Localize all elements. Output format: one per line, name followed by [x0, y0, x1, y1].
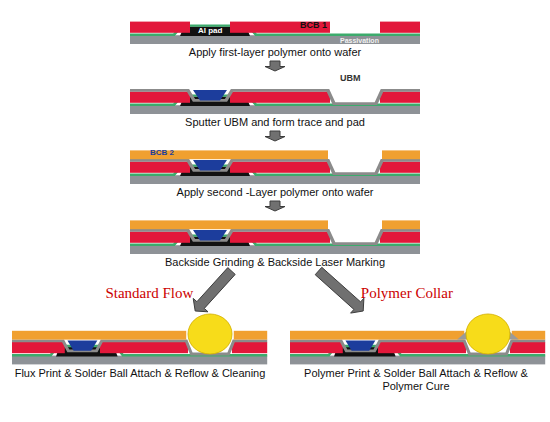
layer-label: Al pad [198, 27, 222, 35]
stage-1-section [130, 22, 420, 44]
flow-arrow [193, 268, 235, 312]
layer-label: Passivation [340, 37, 379, 44]
flow-label: Standard Flow [105, 285, 193, 302]
step-caption: Apply first-layer polymer onto wafer [130, 46, 420, 59]
step-caption: Apply second -Layer polymer onto wafer [130, 186, 420, 199]
layer-label: BCB 1 [300, 21, 327, 30]
process-stage: Apply first-layer polymer onto wafer [130, 2, 420, 60]
process-stage: Flux Print & Solder Ball Attach & Reflow… [2, 312, 278, 381]
flow-arrow [265, 61, 285, 71]
flow-label: Polymer Collar [361, 285, 453, 302]
layer-label: UBM [340, 74, 361, 83]
flow-arrow [265, 201, 285, 211]
process-stage: Polymer Print & Solder Ball Attach & Ref… [284, 312, 548, 394]
process-stage: Backside Grinding & Backside Laser Marki… [130, 212, 420, 270]
stage-4-section [130, 220, 420, 254]
stage-2-section [130, 90, 420, 114]
process-stage: Sputter UBM and form trace and pad [130, 72, 420, 130]
step-caption: Sputter UBM and form trace and pad [130, 116, 420, 129]
layer-label: BCB 2 [150, 149, 174, 157]
step-caption: Backside Grinding & Backside Laser Marki… [130, 256, 420, 269]
standard-flow-section [12, 314, 267, 364]
step-caption: Polymer Print & Solder Ball Attach & Ref… [284, 367, 548, 393]
flow-arrow [315, 267, 364, 313]
polymer-collar-section [290, 314, 545, 364]
step-caption: Flux Print & Solder Ball Attach & Reflow… [2, 367, 278, 380]
flow-arrow [265, 131, 285, 141]
